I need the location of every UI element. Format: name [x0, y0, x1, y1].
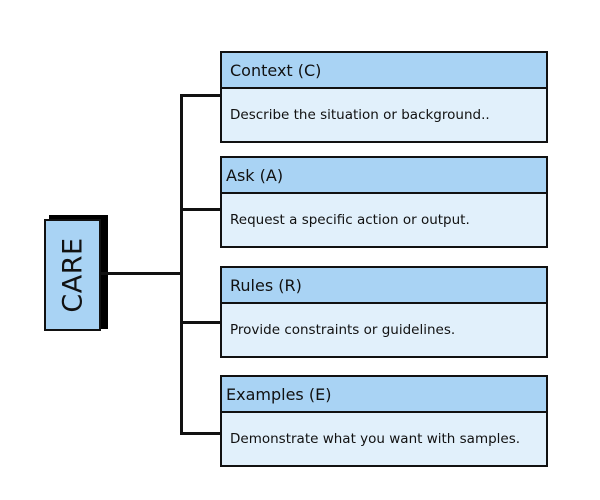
card-ask: Ask (A) Request a specific action or out… — [220, 156, 548, 248]
connector-branch-rules — [180, 321, 221, 324]
connector-branch-context — [180, 94, 221, 97]
connector-trunk — [180, 94, 183, 435]
root-node: CARE — [44, 219, 101, 331]
card-rules: Rules (R) Provide constraints or guideli… — [220, 266, 548, 358]
card-title: Context (C) — [222, 53, 546, 89]
card-context: Context (C) Describe the situation or ba… — [220, 51, 548, 143]
card-title: Ask (A) — [222, 158, 546, 194]
card-description: Demonstrate what you want with samples. — [230, 431, 521, 447]
card-description: Request a specific action or output. — [230, 212, 470, 228]
card-title: Rules (R) — [222, 268, 546, 304]
connector-branch-ask — [180, 208, 221, 211]
connector-root-to-trunk — [101, 272, 182, 275]
root-node-label: CARE — [57, 237, 88, 313]
card-title: Examples (E) — [222, 377, 546, 413]
connector-branch-examples — [180, 432, 221, 435]
card-examples: Examples (E) Demonstrate what you want w… — [220, 375, 548, 467]
card-description: Provide constraints or guidelines. — [230, 322, 456, 338]
card-description: Describe the situation or background.. — [230, 107, 490, 123]
